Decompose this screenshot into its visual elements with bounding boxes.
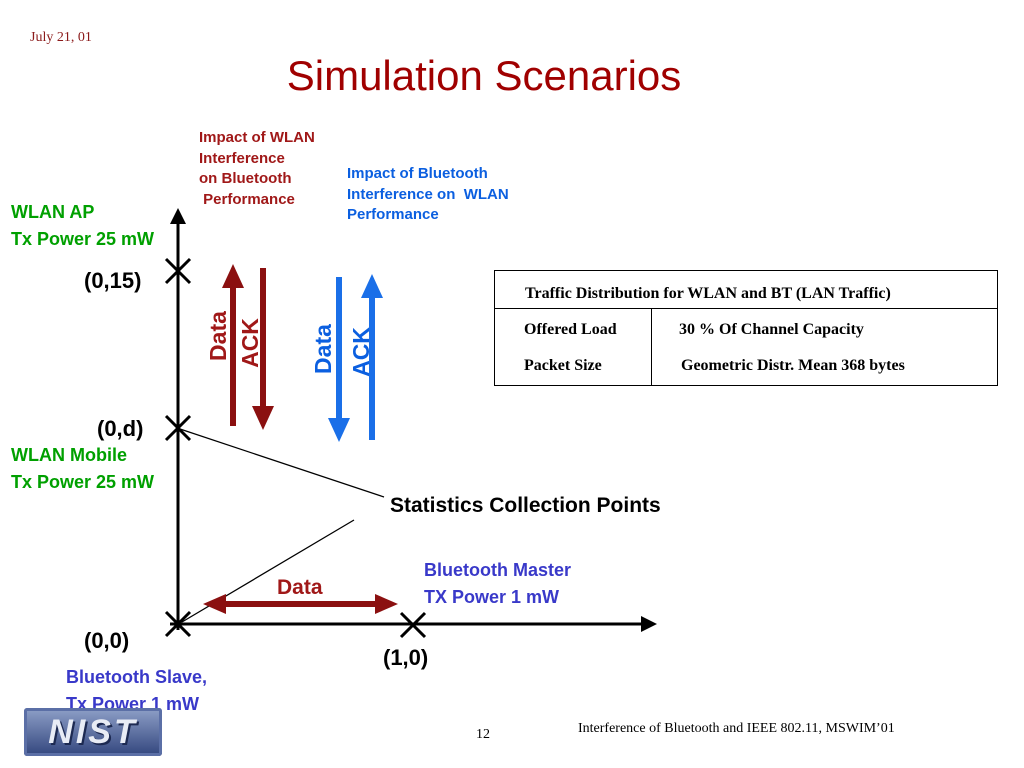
- bt-horizontal-data-arrow: [203, 594, 398, 614]
- date-label: July 21, 01: [30, 30, 92, 45]
- stats-pointer-mobile: [179, 428, 385, 498]
- wlan-ap-label: WLAN AP Tx Power 25 mW: [11, 202, 155, 249]
- marker-origin: [164, 610, 192, 638]
- nist-logo: NIST: [24, 708, 162, 756]
- marker-mobile: [164, 414, 192, 442]
- page-number: 12: [476, 727, 490, 742]
- wlan-data-arrow: [222, 264, 244, 426]
- y-axis-arrowhead: [170, 208, 186, 224]
- table-cell-label: Packet Size: [524, 357, 602, 374]
- table-cell-value: Geometric Distr. Mean 368 bytes: [681, 357, 905, 374]
- table-cell-value: 30 % Of Channel Capacity: [679, 321, 864, 338]
- footer-citation: Interference of Bluetooth and IEEE 802.1…: [578, 721, 895, 736]
- wlan-mobile-label: WLAN Mobile Tx Power 25 mW: [11, 445, 155, 492]
- bt-impact-note: Impact of Bluetooth Interference on WLAN…: [347, 165, 509, 223]
- marker-master: [399, 611, 427, 639]
- bt-data-label: Data: [310, 324, 336, 374]
- table-divider-horizontal: [495, 308, 997, 309]
- bt-ack-arrow: [361, 274, 383, 440]
- table-cell-label: Offered Load: [524, 321, 617, 338]
- bt-ack-label: ACK: [348, 327, 374, 377]
- bt-slave-label: Bluetooth Slave, Tx Power 1 mW: [66, 667, 208, 714]
- coord-master: (1,0): [383, 645, 429, 670]
- horizontal-data-label: Data: [277, 576, 323, 599]
- wlan-impact-note: Impact of WLAN Interference on Bluetooth…: [199, 129, 315, 208]
- nist-logo-text: NIST: [48, 713, 138, 751]
- coord-ap: (0,15): [84, 268, 142, 293]
- table-title: Traffic Distribution for WLAN and BT (LA…: [525, 285, 891, 302]
- table-divider-vertical: [651, 308, 652, 385]
- stats-collection-label: Statistics Collection Points: [390, 494, 661, 517]
- page-title: Simulation Scenarios: [286, 52, 682, 99]
- bt-master-label: Bluetooth Master TX Power 1 mW: [424, 560, 572, 607]
- bt-data-arrow: [328, 277, 350, 442]
- wlan-data-label: Data: [205, 311, 231, 361]
- traffic-table: Traffic Distribution for WLAN and BT (LA…: [494, 270, 998, 386]
- wlan-ack-label: ACK: [237, 318, 263, 368]
- coord-origin: (0,0): [84, 628, 130, 653]
- marker-ap: [164, 257, 192, 285]
- x-axis-arrowhead: [641, 616, 657, 632]
- coord-mobile: (0,d): [97, 416, 144, 441]
- wlan-ack-arrow: [252, 268, 274, 430]
